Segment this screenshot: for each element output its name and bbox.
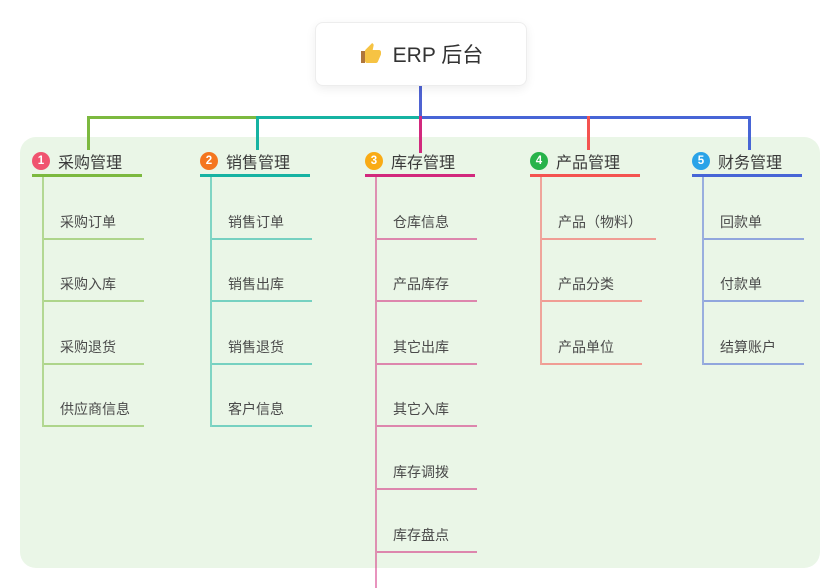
branch-children: 仓库信息产品库存其它出库其它入库库存调拨库存盘点出库库明细 bbox=[375, 177, 477, 588]
branch-label: 销售管理 bbox=[226, 155, 291, 172]
child-node[interactable]: 供应商信息 bbox=[44, 365, 144, 428]
branch-node[interactable]: 2 销售管理 bbox=[200, 148, 310, 177]
connector-line bbox=[256, 116, 419, 119]
connector-line bbox=[87, 116, 256, 119]
connector-line bbox=[256, 116, 259, 150]
child-node[interactable]: 产品库存 bbox=[377, 240, 477, 303]
branch-number-badge: 1 bbox=[32, 152, 50, 170]
branch-column-2: 2 销售管理销售订单销售出库销售退货客户信息 bbox=[200, 148, 312, 428]
child-node[interactable]: 库存调拨 bbox=[377, 427, 477, 490]
branch-children: 回款单付款单结算账户 bbox=[702, 177, 804, 365]
child-node[interactable]: 出库库明细 bbox=[377, 553, 477, 588]
child-node[interactable]: 其它入库 bbox=[377, 365, 477, 428]
child-node[interactable]: 库存盘点 bbox=[377, 490, 477, 553]
branch-label: 采购管理 bbox=[58, 155, 123, 172]
connector-line bbox=[587, 116, 590, 150]
child-node[interactable]: 采购入库 bbox=[44, 240, 144, 303]
branch-number-badge: 3 bbox=[365, 152, 383, 170]
branch-number-badge: 4 bbox=[530, 152, 548, 170]
branch-children: 销售订单销售出库销售退货客户信息 bbox=[210, 177, 312, 428]
child-node[interactable]: 客户信息 bbox=[212, 365, 312, 428]
root-node[interactable]: ERP 后台 bbox=[315, 22, 527, 86]
child-node[interactable]: 销售退货 bbox=[212, 302, 312, 365]
child-node[interactable]: 采购订单 bbox=[44, 177, 144, 240]
connector-line bbox=[419, 116, 751, 119]
connector-line bbox=[419, 84, 422, 119]
branch-column-3: 3 库存管理仓库信息产品库存其它出库其它入库库存调拨库存盘点出库库明细 bbox=[365, 148, 477, 588]
root-label: ERP 后台 bbox=[392, 44, 484, 67]
connector-line bbox=[748, 116, 751, 150]
branch-node[interactable]: 1 采购管理 bbox=[32, 148, 142, 177]
connector-line bbox=[87, 116, 90, 150]
branch-number-badge: 2 bbox=[200, 152, 218, 170]
branch-column-5: 5 财务管理回款单付款单结算账户 bbox=[692, 148, 804, 365]
branches-panel bbox=[20, 137, 820, 568]
branch-number-badge: 5 bbox=[692, 152, 710, 170]
branch-children: 产品（物料）产品分类产品单位 bbox=[540, 177, 656, 365]
child-node[interactable]: 回款单 bbox=[704, 177, 804, 240]
branch-column-1: 1 采购管理采购订单采购入库采购退货供应商信息 bbox=[32, 148, 144, 428]
child-node[interactable]: 销售订单 bbox=[212, 177, 312, 240]
branch-column-4: 4 产品管理产品（物料）产品分类产品单位 bbox=[530, 148, 656, 365]
branch-node[interactable]: 4 产品管理 bbox=[530, 148, 640, 177]
child-node[interactable]: 付款单 bbox=[704, 240, 804, 303]
child-node[interactable]: 销售出库 bbox=[212, 240, 312, 303]
child-node[interactable]: 其它出库 bbox=[377, 302, 477, 365]
branch-label: 库存管理 bbox=[391, 155, 456, 172]
branch-node[interactable]: 5 财务管理 bbox=[692, 148, 802, 177]
branch-children: 采购订单采购入库采购退货供应商信息 bbox=[42, 177, 144, 428]
branch-label: 财务管理 bbox=[718, 155, 783, 172]
thumbs-up-icon bbox=[359, 42, 383, 66]
child-node[interactable]: 产品分类 bbox=[542, 240, 642, 303]
child-node[interactable]: 采购退货 bbox=[44, 302, 144, 365]
child-node[interactable]: 结算账户 bbox=[704, 302, 804, 365]
branch-node[interactable]: 3 库存管理 bbox=[365, 148, 475, 177]
child-node[interactable]: 产品单位 bbox=[542, 302, 642, 365]
branch-label: 产品管理 bbox=[556, 155, 621, 172]
connector-line bbox=[419, 116, 422, 153]
child-node[interactable]: 产品（物料） bbox=[542, 177, 656, 240]
child-node[interactable]: 仓库信息 bbox=[377, 177, 477, 240]
